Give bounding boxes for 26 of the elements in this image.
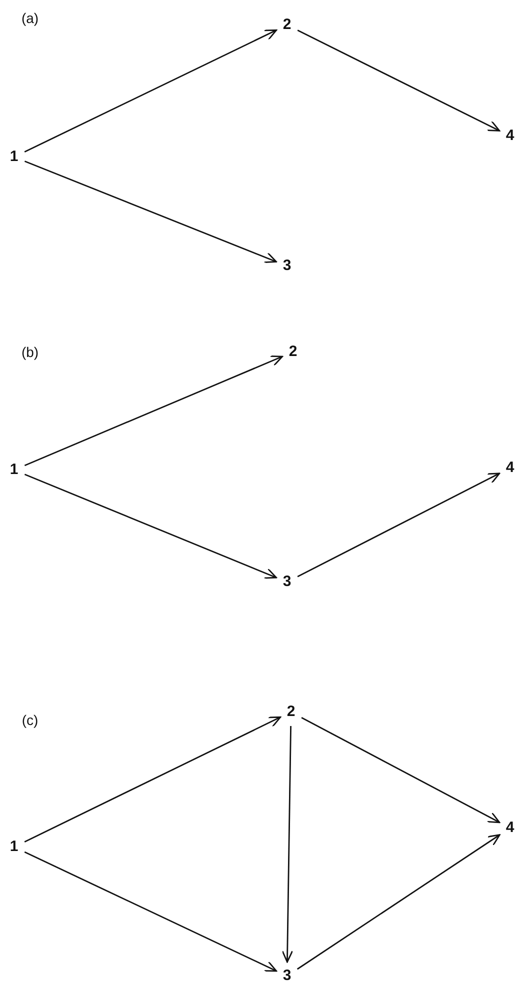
arrow (297, 472, 500, 578)
arrow (301, 716, 500, 824)
node-number: 1 (7, 837, 21, 857)
arrow (24, 851, 278, 972)
panel-label: (c) (22, 711, 38, 730)
arrow (24, 716, 282, 842)
node-number: 2 (284, 702, 298, 722)
arrow (24, 160, 277, 263)
arrow (297, 30, 500, 132)
node-number: 1 (7, 147, 21, 167)
arrow (296, 834, 500, 970)
node-number: 3 (280, 966, 294, 986)
arrow (24, 474, 277, 579)
arrow (24, 29, 278, 152)
node-number: 4 (503, 458, 517, 478)
node-number: 4 (503, 126, 517, 146)
panel-label: (a) (21, 9, 39, 28)
arrow (282, 726, 294, 963)
node-number: 3 (280, 572, 294, 592)
panel-label: (b) (21, 343, 39, 362)
node-number: 4 (503, 818, 517, 838)
node-number: 1 (7, 460, 21, 480)
arrow (24, 356, 284, 466)
node-number: 2 (280, 15, 294, 35)
node-number: 2 (286, 342, 300, 362)
node-number: 3 (280, 256, 294, 276)
